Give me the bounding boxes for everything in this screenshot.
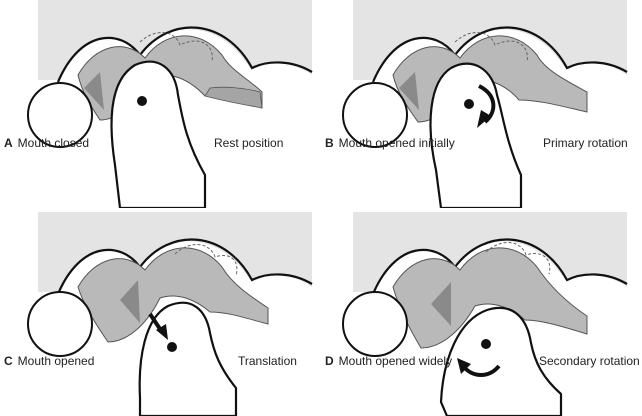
posterior-wedge [431, 282, 451, 326]
temporal-bone [353, 212, 627, 292]
disc-dashed [139, 32, 213, 63]
disc-and-capsule [77, 247, 269, 343]
posterior-wedge [399, 72, 419, 110]
rotation-center-dot [481, 339, 491, 349]
panel-d-illustration [342, 212, 628, 416]
mandibular-condyle [439, 306, 563, 416]
articular-surface [371, 238, 628, 295]
panel-b-illustration [342, 0, 628, 208]
rotation-center-dot [137, 96, 147, 106]
panel-c: C Mouth opened Translation [0, 208, 321, 416]
panel-c-letter: C [4, 354, 13, 368]
rotation-center-dot [464, 99, 474, 109]
disc-dashed [454, 32, 528, 63]
external-ear-outline [27, 82, 93, 148]
disc-dashed [485, 242, 551, 275]
disc-dashed [174, 244, 238, 277]
articular-surface [56, 238, 313, 295]
panel-a: A Mouth closed Rest position [0, 0, 321, 208]
arrow-head [457, 358, 471, 374]
articular-surface [56, 26, 313, 83]
panel-a-caption: A Mouth closed [4, 136, 89, 150]
panel-d-letter: D [325, 354, 334, 368]
posterior-wedge [84, 72, 104, 110]
panel-c-caption-text: Mouth opened [17, 354, 95, 368]
mandibular-condyle [429, 62, 523, 208]
panel-b: B Mouth opened initially Primary rotation [321, 0, 642, 208]
external-ear-outline [27, 291, 93, 357]
arrow-head [477, 110, 491, 128]
panel-b-state: Primary rotation [543, 136, 628, 150]
panel-d-caption: D Mouth opened widely [325, 354, 452, 368]
panel-d: D Mouth opened widely Secondary rotation [321, 208, 642, 416]
panel-b-caption: B Mouth opened initially [325, 136, 455, 150]
panel-b-caption-text: Mouth opened initially [338, 136, 455, 150]
panel-d-state: Secondary rotation [539, 354, 640, 368]
panel-a-caption-text: Mouth closed [17, 136, 90, 150]
temporal-bone [38, 212, 312, 292]
panel-a-letter: A [4, 136, 13, 150]
posterior-wedge [120, 280, 140, 323]
articular-surface [371, 26, 628, 83]
panel-b-letter: B [325, 136, 334, 150]
mandibular-condyle [110, 60, 207, 208]
lateral-pterygoid [204, 86, 263, 109]
panel-d-caption-text: Mouth opened widely [338, 354, 453, 368]
panel-c-state: Translation [238, 354, 297, 368]
temporal-bone [38, 0, 312, 80]
curved-clockwise-arrow [477, 84, 496, 124]
panel-a-state: Rest position [214, 136, 284, 150]
arrow-head [156, 324, 168, 340]
panel-c-caption: C Mouth opened [4, 354, 94, 368]
panel-c-illustration [27, 212, 313, 416]
panel-a-illustration [27, 0, 313, 208]
disc-and-capsule [392, 247, 588, 349]
external-ear-outline [342, 82, 408, 148]
temporal-bone [353, 0, 627, 80]
external-ear-outline [342, 291, 408, 357]
rotation-center-dot [167, 342, 177, 352]
